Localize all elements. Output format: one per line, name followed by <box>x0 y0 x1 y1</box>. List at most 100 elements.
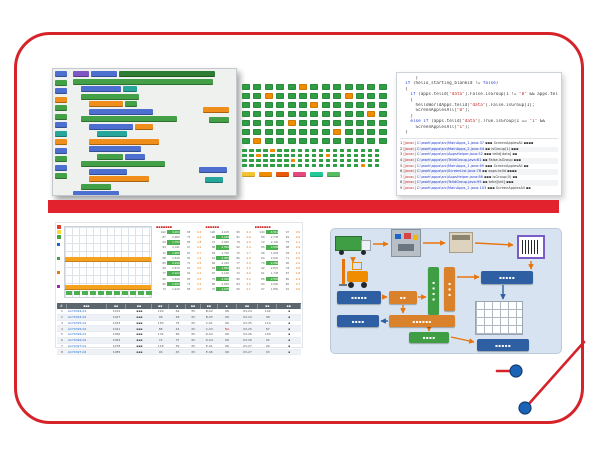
code-segment: "1" <box>529 119 538 125</box>
green-cell <box>106 291 112 295</box>
grid-cell <box>367 111 376 117</box>
grid-cell <box>360 153 366 158</box>
grid-cell <box>344 138 353 144</box>
grid-cell <box>253 120 262 126</box>
sheet-cell: 70 <box>211 286 216 291</box>
table-cell: PC <box>191 349 196 354</box>
sheet-cell: 71 <box>162 250 166 255</box>
grid-cell <box>242 158 247 163</box>
grid-cell <box>374 158 380 163</box>
sheet-cell: 91 <box>187 266 191 271</box>
sheet-cell: 2,745 <box>270 235 279 240</box>
grid-cell <box>253 102 262 108</box>
table-cell: ▪ <box>288 309 291 314</box>
code-segment: ScreenApplesAll[ <box>400 108 457 114</box>
sheet-cell: 2.9 <box>295 245 300 250</box>
code-line: { <box>400 87 558 92</box>
blocks-stack <box>73 71 215 195</box>
table-cell: A170324-02 <box>67 315 87 320</box>
table-cell: OK <box>224 315 230 320</box>
red-divider-bar <box>48 200 559 213</box>
sheet-cell: 88 <box>211 245 216 250</box>
sheet-cell: 91 <box>285 286 290 291</box>
block <box>81 93 139 100</box>
grid-cell <box>355 129 364 135</box>
sheet-cell: 2,540 <box>216 245 229 250</box>
sheet-cell: 2,955 <box>216 255 229 261</box>
block <box>89 168 127 175</box>
grid-cell <box>276 153 282 158</box>
table-cell: OK <box>224 338 230 343</box>
grid-cell <box>276 149 282 153</box>
table-cell: PC <box>191 332 196 337</box>
table-cell: 99 <box>265 344 270 349</box>
block-row <box>73 71 215 77</box>
grid-cell <box>378 84 387 90</box>
code-segment: ].True.isGroup[1 == <box>477 119 530 125</box>
sheet-cell: 94 <box>236 266 240 271</box>
grid-cell <box>353 153 359 158</box>
table-cell: ▪ <box>288 320 291 325</box>
table-cell: D-04 <box>205 338 213 343</box>
table-cell: 1 <box>61 309 63 314</box>
table-cell: 132 <box>157 332 164 337</box>
log-segment: 8 <box>400 180 404 185</box>
sheet-cell: 77 <box>236 261 240 266</box>
table-header-cell: ▪▪ <box>237 303 259 309</box>
grid-cell <box>297 158 303 163</box>
sheet-cell: 58 <box>162 255 166 260</box>
sheet-cell: 85 <box>162 261 166 266</box>
grid-cell <box>298 111 307 117</box>
table-cell: ▪ <box>288 326 291 331</box>
table-header-cell: ▪ <box>169 303 186 309</box>
log-segment: 4 <box>400 158 404 163</box>
table-cell: A170325-01 <box>67 320 87 325</box>
code-line: helloWorldApps.telid["data"].False.isGro… <box>400 103 558 108</box>
sheet-cell: 88 <box>187 286 191 291</box>
table-cell: 110 <box>264 320 271 325</box>
log-segment: C:\work\apps\src\MainApps_2.java:103 <box>416 186 487 191</box>
grid-cell <box>374 153 380 158</box>
sheet-cell: 95 <box>261 245 265 250</box>
sheet-cell: 134 <box>259 229 265 234</box>
sheet-cell: 89 <box>236 276 240 281</box>
sheet-cell: 1,890 <box>216 266 229 271</box>
table-header-cell: ▪▪ <box>258 303 278 309</box>
code-segment: { <box>400 97 413 103</box>
code-segment: "data" <box>449 92 465 98</box>
sheet-cell: 82 <box>187 255 191 260</box>
sheet-cell: 79 <box>236 240 240 245</box>
grid-cell <box>311 149 317 153</box>
flow-arrows <box>350 240 534 344</box>
log-segment: C:\work\apps\src\ScreenList.java:78 <box>416 169 482 174</box>
sheet-cell: 3.6 <box>295 229 300 234</box>
table-cell: A170326-01 <box>67 332 87 337</box>
grid-cell <box>297 149 303 153</box>
block <box>89 176 149 182</box>
block <box>119 71 215 77</box>
palette-block <box>55 113 67 120</box>
log-segment: 6 <box>400 169 404 174</box>
grid-cell <box>360 149 366 153</box>
table-cell: PC <box>191 326 196 331</box>
table-cell: OK <box>224 344 230 349</box>
palette-block <box>55 130 67 137</box>
grid-cell <box>283 149 289 153</box>
grid-cell <box>269 163 275 168</box>
table-cell: ▪ <box>288 315 291 320</box>
block-row <box>89 168 215 175</box>
block <box>97 131 127 137</box>
sheet-cell: 2.4 <box>295 276 300 281</box>
block <box>125 153 145 160</box>
grid-cell <box>333 93 342 99</box>
grid-cell <box>344 93 353 99</box>
